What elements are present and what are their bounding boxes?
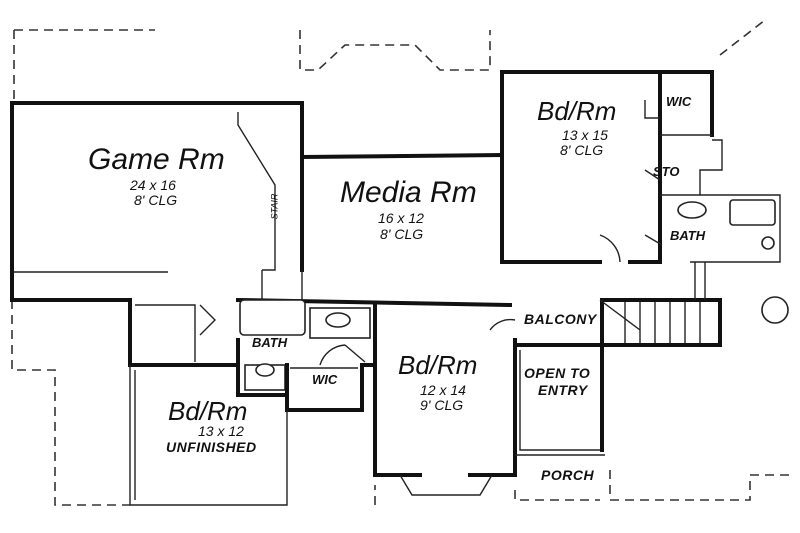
wic-w-label: WIC xyxy=(312,372,338,387)
bedroom-sw-status: UNFINISHED xyxy=(166,439,257,455)
game-room-name: Game Rm xyxy=(88,143,225,176)
media-room-ceiling: 8' CLG xyxy=(380,226,424,242)
bedroom-ne-name: Bd/Rm xyxy=(537,96,617,126)
bedroom-sw-name: Bd/Rm xyxy=(168,396,248,426)
bedroom-ne-ceiling: 8' CLG xyxy=(560,142,604,158)
bedroom-center-walls xyxy=(373,303,517,496)
bedroom-sw-walls xyxy=(129,304,288,506)
game-room-ceiling: 8' CLG xyxy=(134,192,178,208)
open-to-entry-label-1: OPEN TO xyxy=(524,365,591,381)
roof-outline xyxy=(11,19,790,506)
bath-w-label: BATH xyxy=(252,335,288,350)
bedroom-center-name: Bd/Rm xyxy=(398,350,478,380)
stair-note-label: STAIR xyxy=(269,193,280,220)
balcony-label: BALCONY xyxy=(524,311,597,327)
porch-label: PORCH xyxy=(541,467,595,483)
bedroom-ne-walls xyxy=(500,70,781,264)
balcony-stairs xyxy=(513,262,789,456)
bath-w-fixtures xyxy=(199,299,377,412)
bedroom-sw-dims: 13 x 12 xyxy=(198,423,244,439)
bedroom-ne-dims: 13 x 15 xyxy=(562,127,608,143)
wic-ne-label: WIC xyxy=(666,94,692,109)
open-to-entry-label-2: ENTRY xyxy=(538,382,588,398)
sto-label: STO xyxy=(653,164,680,179)
game-room-walls xyxy=(10,101,304,367)
media-room-name: Media Rm xyxy=(340,176,477,209)
bedroom-center-ceiling: 9' CLG xyxy=(420,397,464,413)
media-room-dims: 16 x 12 xyxy=(378,210,424,226)
bedroom-center-dims: 12 x 14 xyxy=(420,382,466,398)
game-room-dims: 24 x 16 xyxy=(130,177,176,193)
bath-e-label: BATH xyxy=(670,228,706,243)
